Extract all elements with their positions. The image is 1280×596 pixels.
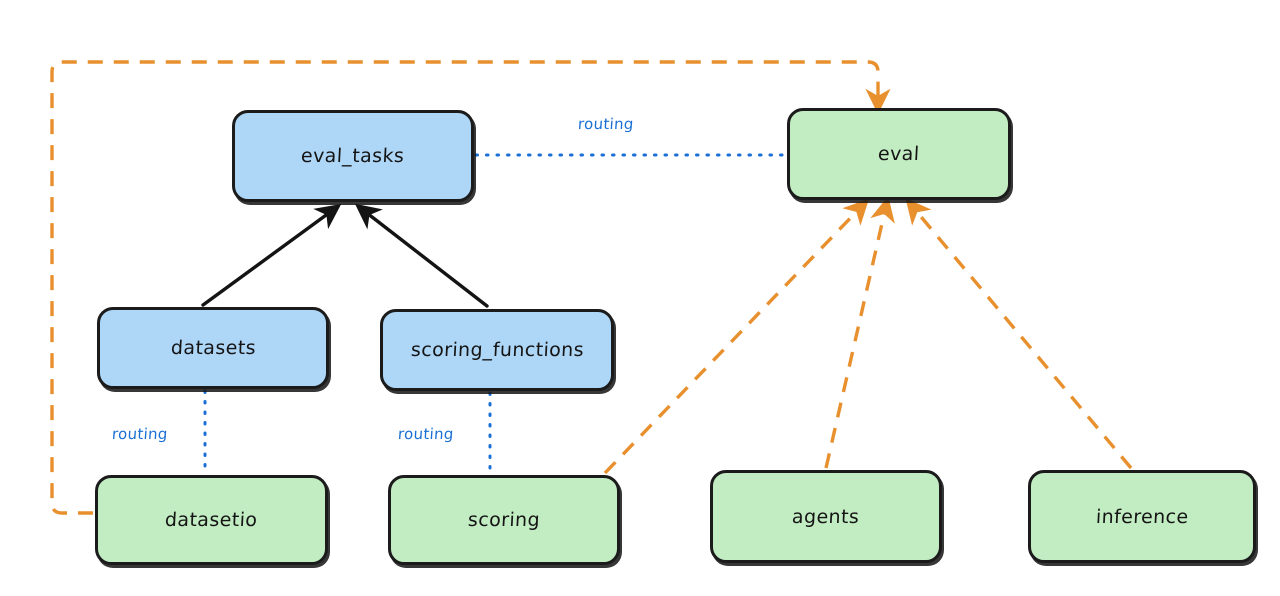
node-label: scoring_functions [409,339,585,361]
node-eval[interactable]: eval [787,108,1011,200]
edge-inference-to-eval [905,198,1133,470]
node-label: eval_tasks [300,145,406,167]
node-datasetio[interactable]: datasetio [95,475,328,565]
node-inference[interactable]: inference [1028,470,1256,563]
node-datasets[interactable]: datasets [97,307,329,389]
edge-label-routing-eval-tasks-eval: routing [577,115,635,133]
edge-datasets-to-eval_tasks [201,203,342,307]
node-label: eval [877,143,921,165]
node-label: agents [791,505,861,528]
node-label: inference [1095,505,1189,528]
edge-scoring-to-eval [603,198,870,475]
node-agents[interactable]: agents [710,470,942,563]
edge-label-routing-scoring-functions-scoring: routing [397,425,455,443]
node-label: datasets [169,337,257,359]
edge-agents-to-eval [824,196,895,469]
node-eval-tasks[interactable]: eval_tasks [232,110,474,202]
edge-scoring_functions-to-eval_tasks [354,203,489,308]
node-label: scoring [467,509,541,531]
edge-label-routing-datasets-datasetio: routing [111,425,169,443]
node-label: datasetio [164,509,259,531]
node-scoring[interactable]: scoring [388,475,620,565]
node-scoring-functions[interactable]: scoring_functions [380,309,614,391]
